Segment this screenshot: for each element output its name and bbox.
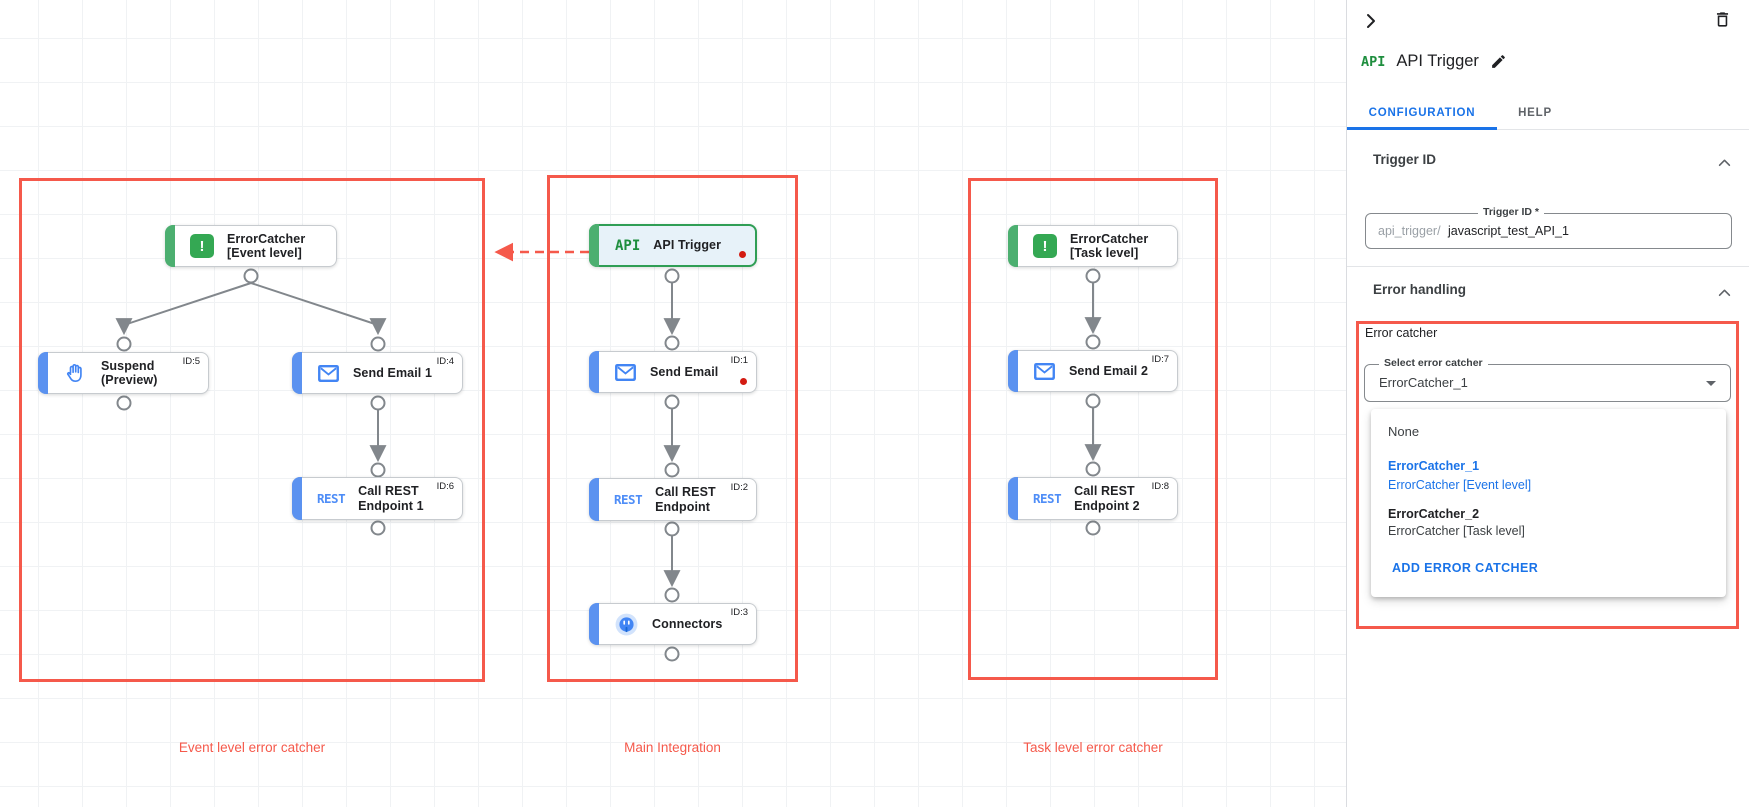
error-catcher-dropdown-menu: None ErrorCatcher_1 ErrorCatcher [Event … bbox=[1371, 409, 1726, 597]
node-id-badge: ID:4 bbox=[436, 356, 454, 367]
node-send-email-2[interactable]: Send Email 2 ID:7 bbox=[1008, 350, 1178, 392]
node-label: Call REST Endpoint bbox=[655, 485, 716, 514]
api-icon: API bbox=[615, 237, 641, 254]
node-suspend[interactable]: Suspend (Preview) ID:5 bbox=[38, 352, 209, 394]
dropdown-option-errorcatcher-1[interactable]: ErrorCatcher_1 bbox=[1388, 459, 1480, 473]
group-label-main-integration: Main Integration bbox=[624, 740, 721, 755]
trigger-id-value: javascript_test_API_1 bbox=[1448, 224, 1569, 238]
node-accent-bar bbox=[589, 351, 599, 393]
node-accent-bar bbox=[589, 224, 599, 267]
node-id-badge: ID:7 bbox=[1151, 354, 1169, 365]
rest-icon: REST bbox=[317, 491, 346, 506]
node-label: Call REST Endpoint 2 bbox=[1074, 484, 1140, 513]
active-tab-indicator bbox=[1347, 127, 1497, 130]
node-label: ErrorCatcher [Event level] bbox=[227, 231, 306, 261]
node-label: Send Email bbox=[650, 364, 719, 379]
modified-indicator-dot bbox=[740, 378, 747, 385]
email-icon bbox=[317, 364, 340, 383]
node-connectors[interactable]: Connectors ID:3 bbox=[589, 603, 757, 645]
rest-icon: REST bbox=[1033, 491, 1062, 506]
node-error-catcher-event[interactable]: ! ErrorCatcher [Event level] bbox=[165, 225, 337, 267]
error-catcher-group-label: Error catcher bbox=[1365, 326, 1438, 340]
node-call-rest-endpoint-2[interactable]: REST Call REST Endpoint 2 ID:8 bbox=[1008, 477, 1178, 520]
panel-tabs: CONFIGURATION HELP bbox=[1347, 96, 1749, 130]
node-label: Call REST Endpoint 1 bbox=[358, 484, 424, 513]
node-label: ErrorCatcher [Task level] bbox=[1070, 231, 1149, 261]
error-catcher-icon: ! bbox=[1033, 234, 1057, 258]
node-label: API Trigger bbox=[653, 238, 722, 253]
rest-icon: REST bbox=[614, 492, 643, 507]
chevron-up-icon[interactable] bbox=[1718, 284, 1731, 302]
group-box-main-integration bbox=[547, 175, 798, 682]
error-catcher-select-label: Select error catcher bbox=[1379, 357, 1488, 369]
trigger-id-prefix: api_trigger/ bbox=[1378, 224, 1441, 238]
group-box-task-level bbox=[968, 178, 1218, 680]
dropdown-arrow-icon bbox=[1706, 381, 1716, 386]
group-label-task-level: Task level error catcher bbox=[1023, 740, 1163, 755]
group-label-event-level: Event level error catcher bbox=[178, 740, 326, 755]
node-send-email[interactable]: Send Email ID:1 bbox=[589, 351, 757, 393]
error-catcher-icon: ! bbox=[190, 234, 214, 258]
error-catcher-select[interactable]: Select error catcher ErrorCatcher_1 bbox=[1364, 357, 1731, 402]
node-label: Suspend (Preview) bbox=[101, 358, 158, 388]
collapse-panel-button[interactable] bbox=[1361, 11, 1383, 33]
node-accent-bar bbox=[165, 225, 175, 267]
trigger-id-field[interactable]: Trigger ID * api_trigger/ javascript_tes… bbox=[1365, 206, 1732, 249]
node-id-badge: ID:8 bbox=[1151, 481, 1169, 492]
modified-indicator-dot bbox=[739, 251, 746, 258]
dropdown-option-none[interactable]: None bbox=[1388, 424, 1420, 439]
node-call-rest-endpoint[interactable]: REST Call REST Endpoint ID:2 bbox=[589, 478, 757, 521]
trigger-id-field-label: Trigger ID * bbox=[1478, 206, 1545, 218]
node-accent-bar bbox=[1008, 477, 1018, 520]
error-handling-section-title: Error handling bbox=[1373, 282, 1467, 297]
config-panel: API API Trigger CONFIGURATION HELP Trigg… bbox=[1346, 0, 1749, 807]
dropdown-option-errorcatcher-2[interactable]: ErrorCatcher_2 bbox=[1388, 507, 1480, 521]
workflow-edges bbox=[115, 242, 1102, 662]
node-id-badge: ID:3 bbox=[730, 607, 748, 618]
node-accent-bar bbox=[38, 352, 48, 394]
add-error-catcher-button[interactable]: ADD ERROR CATCHER bbox=[1392, 561, 1539, 575]
dropdown-option-errorcatcher-1-sublabel: ErrorCatcher [Event level] bbox=[1388, 478, 1532, 492]
edit-title-icon[interactable] bbox=[1490, 53, 1507, 70]
hand-icon bbox=[63, 361, 88, 386]
email-icon bbox=[1033, 362, 1056, 381]
error-catcher-highlight-box bbox=[1356, 321, 1739, 629]
error-catcher-select-value: ErrorCatcher_1 bbox=[1379, 375, 1468, 390]
panel-title: API Trigger bbox=[1396, 52, 1479, 70]
node-id-badge: ID:6 bbox=[436, 481, 454, 492]
node-accent-bar bbox=[1008, 225, 1018, 267]
workflow-canvas[interactable]: Event level error catcher Main Integrati… bbox=[0, 0, 1346, 807]
node-id-badge: ID:1 bbox=[730, 355, 748, 366]
node-label: Send Email 2 bbox=[1069, 363, 1149, 378]
tab-configuration[interactable]: CONFIGURATION bbox=[1368, 107, 1476, 119]
email-icon bbox=[614, 363, 637, 382]
node-send-email-1[interactable]: Send Email 1 ID:4 bbox=[292, 352, 463, 394]
trigger-id-section-title: Trigger ID bbox=[1373, 152, 1437, 167]
chevron-up-icon[interactable] bbox=[1718, 154, 1731, 172]
dropdown-option-errorcatcher-2-sublabel: ErrorCatcher [Task level] bbox=[1388, 524, 1525, 538]
node-label: Connectors bbox=[652, 616, 723, 631]
delete-trigger-button[interactable] bbox=[1713, 10, 1735, 32]
node-call-rest-endpoint-1[interactable]: REST Call REST Endpoint 1 ID:6 bbox=[292, 477, 463, 520]
connectors-icon bbox=[614, 612, 639, 637]
api-trigger-badge-icon: API bbox=[1361, 53, 1386, 70]
node-accent-bar bbox=[292, 352, 302, 394]
node-api-trigger[interactable]: API API Trigger bbox=[589, 224, 757, 267]
node-accent-bar bbox=[589, 603, 599, 645]
node-accent-bar bbox=[292, 477, 302, 520]
node-accent-bar bbox=[589, 478, 599, 521]
node-error-catcher-task[interactable]: ! ErrorCatcher [Task level] bbox=[1008, 225, 1178, 267]
node-accent-bar bbox=[1008, 350, 1018, 392]
tab-help[interactable]: HELP bbox=[1518, 107, 1552, 119]
node-id-badge: ID:2 bbox=[730, 482, 748, 493]
node-label: Send Email 1 bbox=[353, 365, 433, 380]
node-id-badge: ID:5 bbox=[182, 356, 200, 367]
group-box-event-level bbox=[19, 178, 485, 682]
